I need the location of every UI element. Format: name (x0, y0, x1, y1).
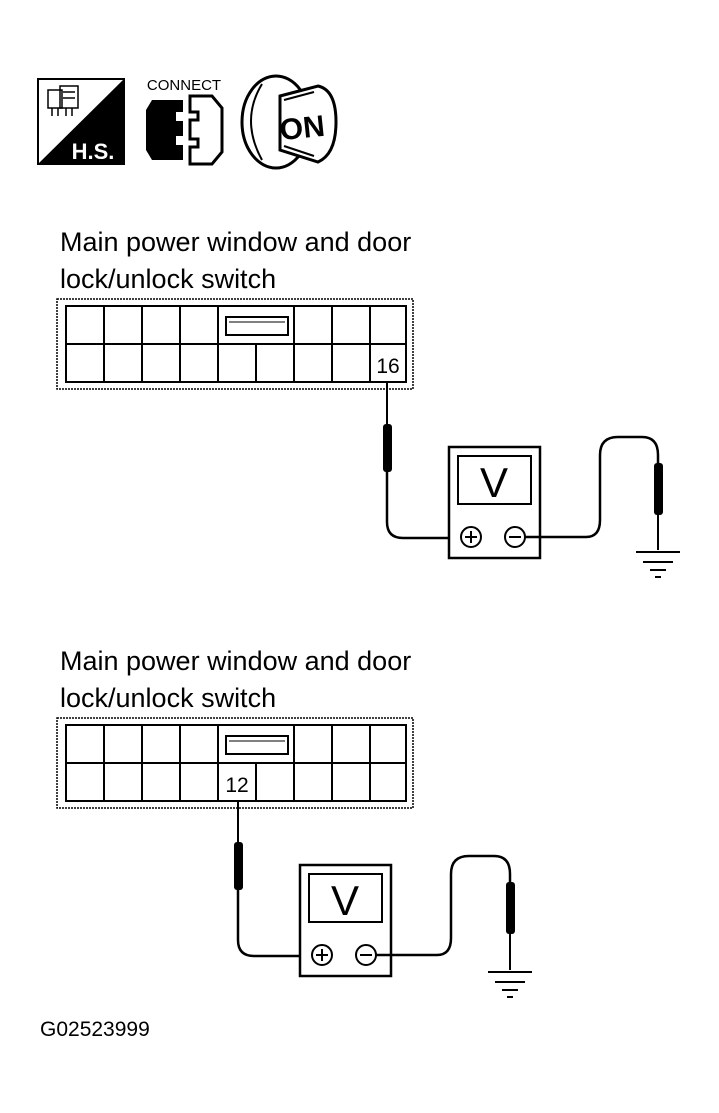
connector-1: 16 (56, 298, 414, 390)
connect-label: CONNECT (147, 77, 221, 94)
ignition-on-icon: ON (240, 74, 338, 170)
diagram-1-title-line1: Main power window and door (60, 227, 411, 257)
voltmeter-2-label: V (331, 877, 359, 924)
connector-sketch-icon (47, 85, 79, 116)
connector-1-latch (225, 316, 289, 336)
voltmeter-2: V (298, 863, 393, 978)
hs-label: H.S. (72, 139, 115, 164)
probe-2-positive (234, 801, 312, 958)
connector-2-latch (225, 735, 289, 755)
figure-code: G02523999 (40, 1018, 150, 1041)
connect-icon: CONNECT (146, 77, 224, 166)
connector-2: 12 (56, 717, 414, 809)
diagram-1-title-line2: lock/unlock switch (60, 264, 276, 294)
probe-1-positive (383, 382, 460, 540)
diagram-2-title-line2: lock/unlock switch (60, 683, 276, 713)
ground-1-icon (636, 551, 680, 578)
probe-1-negative (525, 435, 663, 550)
connector-1-pin-label: 16 (376, 355, 399, 378)
measurement-diagram-1: Main power window and door lock/unlock s… (56, 227, 680, 578)
connector-2-pin-label: 12 (225, 774, 248, 797)
probe-2-negative (376, 854, 515, 970)
ignition-on-label: ON (278, 110, 326, 148)
measurement-diagram-2: Main power window and door lock/unlock s… (56, 646, 532, 998)
ground-2-icon (488, 971, 532, 998)
voltmeter-1: V (447, 445, 542, 560)
voltmeter-1-label: V (480, 459, 508, 506)
harness-side-icon: H.S. (37, 78, 125, 165)
diagram-2-title-line1: Main power window and door (60, 646, 411, 676)
